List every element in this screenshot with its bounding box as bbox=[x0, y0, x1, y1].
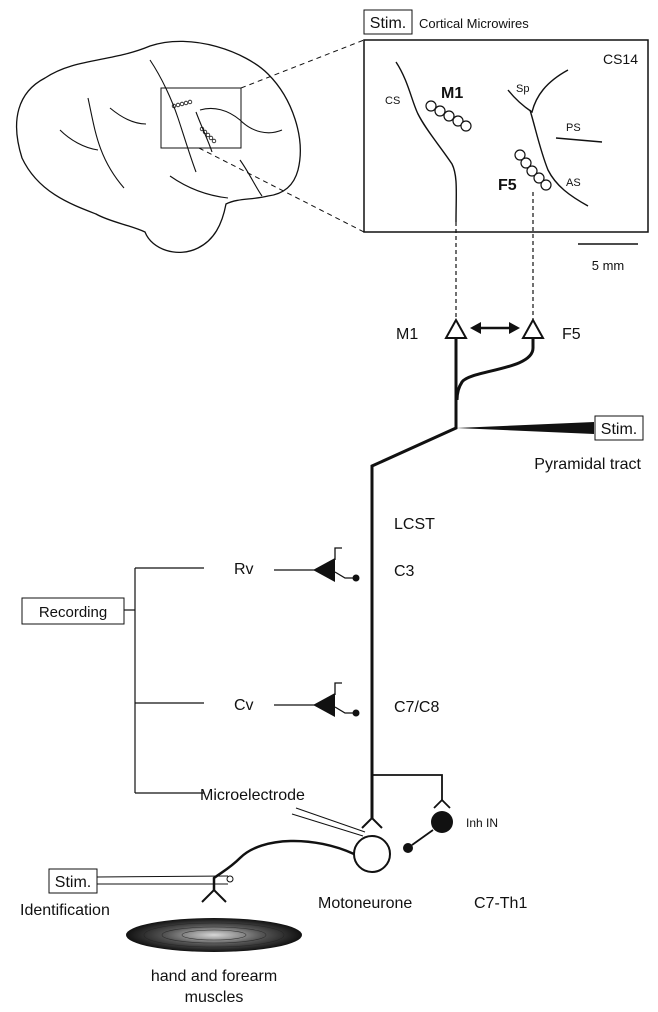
rv-label: Rv bbox=[234, 561, 254, 578]
inhibitory-synapse bbox=[433, 798, 451, 809]
c3-label: C3 bbox=[394, 563, 415, 580]
muscle-striations bbox=[143, 922, 285, 948]
central-sulcus bbox=[395, 61, 458, 223]
neuromuscular-junction bbox=[201, 888, 227, 903]
recording-label: Recording bbox=[39, 604, 107, 621]
muscles-label-line1: hand and forearm bbox=[151, 968, 277, 985]
brain-illustration bbox=[15, 40, 301, 253]
f5-neuron bbox=[521, 317, 545, 339]
m1-label: M1 bbox=[396, 326, 418, 343]
m1-microwire-array bbox=[425, 100, 472, 132]
lcst-label: LCST bbox=[394, 516, 435, 533]
spur-sulcus bbox=[507, 69, 569, 114]
identification-electrode-tip bbox=[226, 875, 234, 883]
scale-bar-label: 5 mm bbox=[592, 258, 625, 273]
c7th1-label: C7-Th1 bbox=[474, 895, 527, 912]
motoneurone bbox=[353, 835, 391, 873]
stim-box-top bbox=[363, 9, 413, 35]
f5-label: F5 bbox=[562, 326, 581, 343]
identification-electrode bbox=[96, 875, 229, 885]
brain-electrode-arrays bbox=[171, 99, 217, 144]
inset-id: CS14 bbox=[603, 51, 638, 67]
zoom-line-top bbox=[240, 39, 365, 89]
arcuate-sulcus bbox=[529, 109, 589, 207]
m1-neuron bbox=[444, 317, 468, 339]
c7c8-label: C7/C8 bbox=[394, 699, 439, 716]
inhibitory-branch bbox=[372, 774, 443, 800]
identification-label: Identification bbox=[20, 902, 110, 919]
inset-sp-label: Sp bbox=[516, 83, 529, 95]
inset-box bbox=[363, 39, 649, 233]
motor-axon bbox=[212, 839, 355, 890]
pyramidal-tract-label: Pyramidal tract bbox=[534, 456, 641, 473]
muscle-illustration bbox=[126, 918, 302, 952]
inhibitory-terminal bbox=[403, 843, 413, 853]
microelectrode bbox=[291, 807, 366, 837]
rv-neuron bbox=[274, 547, 360, 582]
f5-axon bbox=[455, 338, 535, 401]
stim-label-identification: Stim. bbox=[55, 874, 91, 891]
inhibitory-interneuron bbox=[431, 811, 453, 833]
recording-box bbox=[21, 597, 125, 625]
pyramidal-stim-electrode bbox=[456, 422, 594, 434]
microelectrode-label: Microelectrode bbox=[200, 787, 305, 804]
inset-cs-label: CS bbox=[385, 95, 400, 107]
inset-f5-label: F5 bbox=[498, 177, 517, 194]
corticospinal-axon bbox=[370, 338, 458, 818]
inset-ps-label: PS bbox=[566, 122, 581, 134]
m1-f5-connection-arrow bbox=[470, 322, 520, 334]
inh-in-label: Inh IN bbox=[466, 816, 498, 830]
stim-box-identification bbox=[48, 868, 98, 894]
motoneurone-label: Motoneurone bbox=[318, 895, 412, 912]
cortical-microwires-label: Cortical Microwires bbox=[419, 16, 529, 31]
cv-label: Cv bbox=[234, 697, 254, 714]
stim-label-pyramidal: Stim. bbox=[601, 421, 637, 438]
stim-box-pyramidal bbox=[594, 415, 644, 441]
cm-synapse bbox=[361, 816, 383, 829]
inhibitory-axon bbox=[411, 829, 434, 846]
stim-label-top: Stim. bbox=[370, 15, 406, 32]
principal-sulcus bbox=[555, 137, 603, 143]
f5-microwire-array bbox=[514, 149, 552, 191]
brain-roi-box bbox=[160, 87, 242, 149]
muscles-label-line2: muscles bbox=[185, 989, 244, 1006]
recording-bracket bbox=[124, 567, 204, 794]
inset-as-label: AS bbox=[566, 177, 581, 189]
zoom-line-bottom bbox=[198, 147, 365, 233]
inset-m1-label: M1 bbox=[441, 85, 463, 102]
cv-neuron bbox=[274, 682, 360, 717]
